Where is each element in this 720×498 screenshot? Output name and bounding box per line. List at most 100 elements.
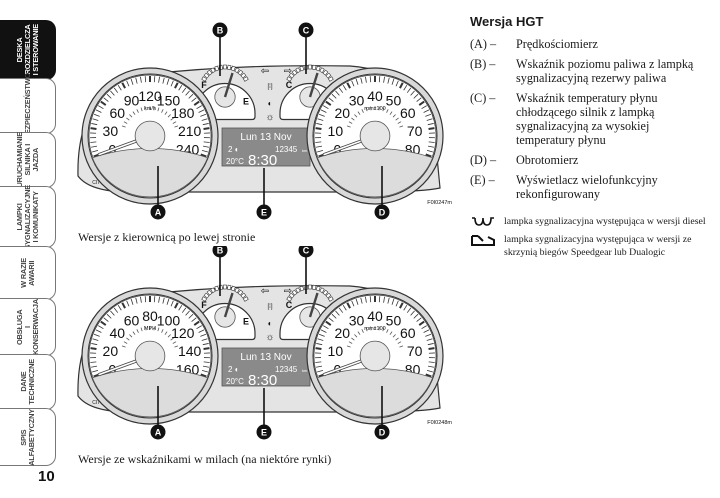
tachometer-tick <box>338 87 344 93</box>
speedometer-tick <box>92 149 99 153</box>
tachometer-tick-label: 70 <box>407 343 423 359</box>
tachometer-tick <box>428 361 435 363</box>
tachometer-tick <box>426 369 433 373</box>
tachometer-tick <box>316 343 323 346</box>
tachometer-tick-label: 40 <box>367 308 383 324</box>
marker-label-a: A <box>155 428 162 438</box>
speedometer-tick-label: 20 <box>103 343 119 359</box>
speedometer-minor-tick <box>161 329 164 333</box>
speedometer-tick <box>166 298 170 305</box>
marker-e <box>256 204 272 220</box>
marker-label-c: C <box>303 246 310 256</box>
marker-label-b: B <box>217 246 224 256</box>
display-odo-unit: km <box>302 148 308 153</box>
tachometer-tick-label: 70 <box>407 123 423 139</box>
tachometer-tick <box>365 76 367 83</box>
tachometer-tick <box>365 296 367 303</box>
marker-a <box>150 204 166 220</box>
tab-w-razie-awarii[interactable]: W RAZIE AWARII <box>0 246 56 300</box>
speedometer-tick <box>126 300 130 307</box>
fuel-label-left: F <box>201 80 207 90</box>
tachometer-tick <box>315 145 323 148</box>
speedometer-tick <box>126 80 130 87</box>
marker-label-e: E <box>261 428 267 438</box>
tachometer-minor-tick <box>348 341 353 344</box>
legend-key: (D) – <box>470 153 497 167</box>
fuel-segment <box>203 292 210 299</box>
tab-label: BEZPIECZEŃSTWO <box>22 72 32 140</box>
tachometer-tick <box>318 333 325 337</box>
legend-key: (A) – <box>470 37 497 51</box>
tachometer-minor-tick <box>395 337 399 341</box>
tab-spis-alfabetyczny[interactable]: SPIS ALFABETYCZNY <box>0 408 56 466</box>
display-gear: 2 ◐ <box>228 365 240 374</box>
tachometer-minor-tick <box>370 106 372 111</box>
speedometer-tick <box>103 97 109 102</box>
speedometer-minor-tick <box>132 111 136 115</box>
fuel-needle <box>223 72 234 98</box>
legend-text: Obrotomierz <box>516 153 579 167</box>
tachometer-tick <box>406 307 412 313</box>
tachometer-tick <box>427 123 434 126</box>
speedometer-tick <box>202 343 209 346</box>
speedometer-minor-tick <box>153 326 155 331</box>
speedometer-minor-tick <box>174 125 179 128</box>
tachometer-minor-tick <box>346 345 351 348</box>
tachometer-tick-arc <box>313 74 437 157</box>
tab-uruchamianie[interactable]: URUCHAMIANIE SILNIKA I JAZDA <box>0 132 56 188</box>
tachometer-minor-tick <box>392 334 396 338</box>
temp-segment <box>327 76 334 82</box>
tachometer-tick <box>387 297 390 304</box>
tachometer-tick <box>315 141 322 143</box>
speedometer-tick <box>198 109 205 113</box>
speedometer-tick <box>200 153 207 158</box>
display-screen <box>221 347 311 387</box>
tachometer-gauge: 01020304050607080rpmx100 <box>306 287 444 425</box>
note-text: lampka sygnalizacyjna występująca w wers… <box>504 234 692 258</box>
temp-segment <box>319 67 325 74</box>
tab-obsluga[interactable]: OBSŁUGA I KONSERWACJA <box>0 298 56 356</box>
turn-right-icon: ⇨ <box>284 66 292 77</box>
tab-dane-techniczne[interactable]: DANE TECHNICZNE <box>0 354 56 410</box>
fuel-needle <box>223 292 234 318</box>
fuel-segment <box>237 289 244 296</box>
tab-deska-rozdzielcza[interactable]: DESKA ROZDZIELCZA I STEROWANIE <box>0 20 56 80</box>
fuel-segment <box>201 76 208 82</box>
marker-label-b: B <box>217 26 224 36</box>
fuel-segment <box>237 69 244 76</box>
legend-note: lampka sygnalizacyjna występująca w wers… <box>470 215 710 231</box>
tab-bezpieczenstwo[interactable]: BEZPIECZEŃSTWO <box>0 73 56 139</box>
speedometer-minor-tick <box>167 334 171 338</box>
speedometer-tick <box>181 307 187 313</box>
tachometer-tick-label: 60 <box>400 325 416 341</box>
temp-segment <box>299 65 305 72</box>
speedometer-minor-tick <box>121 345 126 348</box>
temp-segment <box>295 67 301 74</box>
legend-text: Wskaźnik temperatury płynu chłodzącego s… <box>516 91 658 147</box>
tachometer-tick <box>360 77 363 84</box>
display-screen <box>221 127 311 167</box>
speedometer-tick-label: 150 <box>157 93 181 109</box>
speedometer-minor-tick <box>157 327 160 332</box>
speedometer-minor-tick <box>132 331 136 335</box>
tab-label: OBSŁUGA I KONSERWACJA <box>14 299 40 355</box>
speedometer-tick <box>202 145 210 148</box>
speedometer-tick <box>103 317 109 322</box>
legend-text: Wskaźnik poziomu paliwa z lampką sygnali… <box>516 57 694 85</box>
tab-lampki[interactable]: LAMPKI SYGNALIZACYJNE I KOMUNIKATY <box>0 185 56 249</box>
figure-caption-2: Wersje ze wskaźnikami w milach (na niekt… <box>78 452 332 466</box>
speedometer-minor-tick <box>126 117 130 121</box>
speedometer-tick <box>201 338 208 341</box>
marker-d <box>374 424 390 440</box>
tachometer-minor-tick <box>354 334 358 338</box>
display-time: 8:30 <box>248 152 277 169</box>
tachometer-tick <box>426 118 433 121</box>
speedometer-gauge: 020406080100120140160MPH <box>81 287 219 425</box>
turn-right-icon: ⇨ <box>284 286 292 297</box>
speedometer-tick <box>135 77 138 84</box>
temp-segment <box>308 64 312 70</box>
speedometer-minor-tick <box>123 121 128 124</box>
speedometer-tick <box>193 100 200 106</box>
tachometer-tick <box>317 338 324 341</box>
